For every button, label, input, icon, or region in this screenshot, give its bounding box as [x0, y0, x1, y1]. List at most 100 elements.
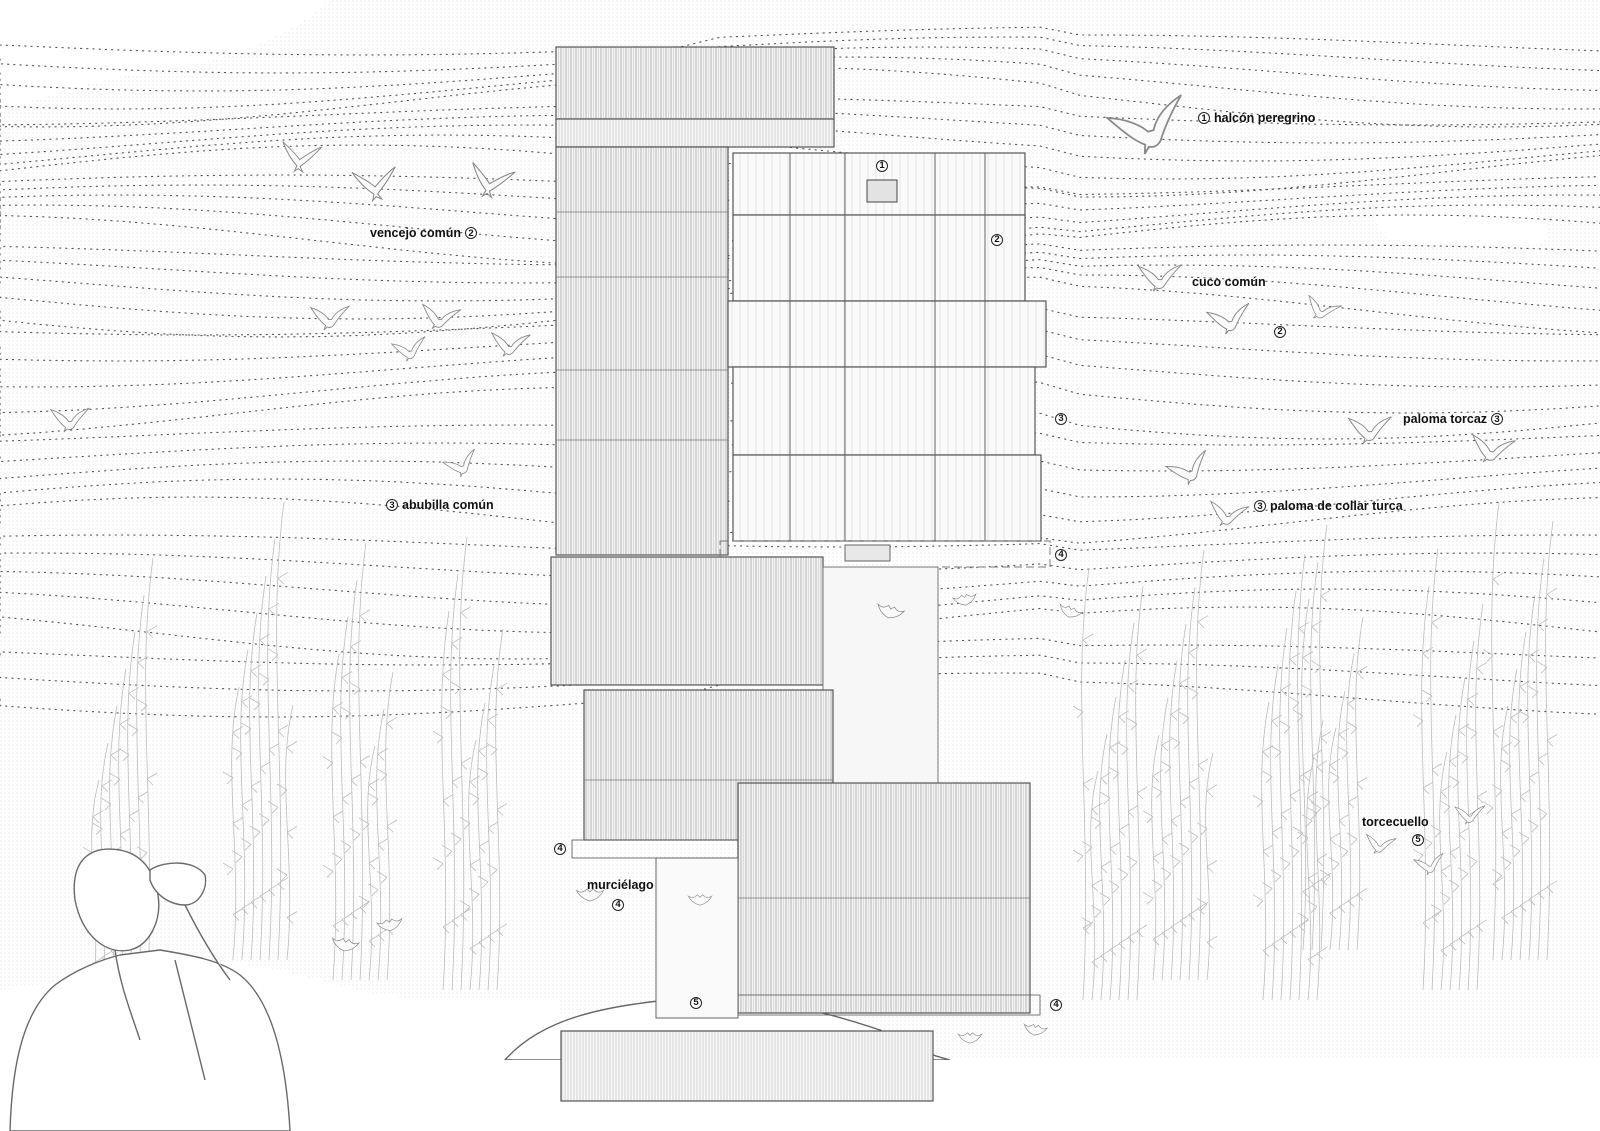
plant-leaf	[1448, 879, 1460, 893]
plant-leaf	[1311, 620, 1323, 633]
plant-leaf	[267, 648, 279, 661]
plant-leaf	[1082, 777, 1094, 791]
plant-leaf	[1292, 826, 1304, 840]
plant-leaf	[441, 844, 453, 858]
plant-leaf	[128, 686, 140, 700]
plant-leaf	[477, 875, 489, 889]
plant-leaf	[1206, 784, 1218, 798]
plant-leaf	[1546, 587, 1558, 601]
plant-leaf	[1289, 925, 1301, 939]
plant-leaf	[1117, 742, 1129, 755]
label-murcielago: murciélago	[587, 879, 654, 892]
plant-leaf	[340, 706, 352, 720]
plant-stem	[1439, 751, 1448, 991]
plant-leaf	[1338, 727, 1350, 741]
plant-leaf	[368, 778, 380, 792]
plant-leaf	[1492, 572, 1504, 586]
plant-stem	[441, 610, 450, 991]
plant-stem	[367, 745, 376, 981]
plant-stem	[1337, 690, 1346, 951]
entrance-core	[655, 857, 739, 1019]
flight-path-line	[0, 66, 1600, 128]
plant-leaf	[359, 755, 371, 768]
species-name: paloma torcaz	[1403, 412, 1488, 426]
plant-stem	[1081, 567, 1090, 1001]
vegetation-sketch	[82, 501, 1558, 1001]
tower-cap	[555, 46, 835, 120]
plant-leaf	[1528, 892, 1540, 906]
species-name: vencejo común	[370, 226, 461, 240]
species-name: paloma de collar turca	[1270, 499, 1403, 513]
plant-leaf	[1161, 738, 1173, 752]
plant-leaf	[1151, 879, 1163, 893]
plant-leaf	[1500, 856, 1512, 870]
cloud-right-small	[1270, 246, 1350, 270]
plant-leaf	[1536, 807, 1548, 820]
plant-leaf	[1509, 844, 1521, 857]
plant-leaf	[350, 906, 362, 920]
plant-leaf	[1316, 853, 1328, 867]
plant-stem	[1126, 622, 1135, 1001]
plant-leaf	[341, 913, 353, 926]
flight-path-line	[0, 174, 1600, 196]
plant-leaf	[1252, 894, 1264, 907]
plant-leaf	[91, 822, 103, 835]
plant-leaf	[1151, 785, 1163, 799]
plant-leaf	[496, 923, 508, 937]
label-torcecuello: torcecuello	[1362, 816, 1429, 829]
plant-leaf	[368, 856, 380, 870]
plant-leaf	[1100, 860, 1112, 874]
plant-leaf	[1179, 795, 1191, 809]
plant-leaf	[478, 935, 490, 949]
plant-leaf	[1311, 749, 1323, 763]
plant-stem	[1151, 734, 1160, 981]
plant-leaf	[119, 717, 131, 731]
plant-leaf	[1187, 686, 1199, 700]
plant-leaf	[358, 895, 370, 909]
flight-path-line	[0, 36, 1600, 74]
species-number: 3	[1491, 413, 1504, 426]
plant-leaf	[1482, 648, 1494, 662]
flight-path-line	[0, 637, 1600, 666]
plant-leaf	[241, 695, 253, 708]
plant-leaf	[1170, 707, 1182, 721]
plant-leaf	[1161, 832, 1173, 846]
flight-path-line	[0, 26, 1600, 56]
plant-stem	[349, 579, 358, 981]
plant-leaf	[249, 697, 261, 711]
plant-leaf	[1421, 689, 1433, 703]
species-number: 5	[1412, 834, 1424, 846]
plant-leaf	[376, 768, 388, 781]
plant-leaf	[1262, 943, 1274, 957]
flight-path-line	[0, 194, 1600, 228]
plant-leaf	[1338, 900, 1350, 914]
plant-leaf	[259, 761, 271, 775]
plant-leaf	[1537, 618, 1549, 632]
plant-leaf	[1081, 917, 1093, 930]
plant-leaf	[487, 713, 499, 727]
tower-cap-band	[555, 118, 835, 148]
species-name: torcecuello	[1362, 815, 1429, 829]
plant-leaf	[1431, 616, 1443, 629]
plant-leaf	[1467, 925, 1479, 939]
plant-leaf	[487, 929, 499, 943]
plant-leaf	[1491, 868, 1503, 882]
plant-leaf	[1307, 953, 1319, 966]
plant-leaf	[1288, 844, 1300, 858]
plant-stem	[1117, 659, 1126, 1001]
plant-leaf	[1338, 814, 1350, 827]
plant-leaf	[1537, 752, 1549, 766]
plant-leaf	[1346, 832, 1358, 846]
plant-stem	[450, 573, 459, 991]
plant-leaf	[322, 756, 334, 769]
plant-leaf	[1169, 854, 1181, 868]
plant-leaf	[101, 779, 113, 793]
flight-path-line	[0, 214, 1600, 268]
plant-leaf	[1160, 867, 1172, 880]
plant-stem	[109, 705, 118, 1001]
plant-leaf	[1536, 660, 1548, 674]
plant-leaf	[1337, 746, 1349, 759]
plant-leaf	[1457, 750, 1469, 764]
plant-leaf	[1142, 891, 1154, 905]
module-5	[732, 454, 1042, 542]
